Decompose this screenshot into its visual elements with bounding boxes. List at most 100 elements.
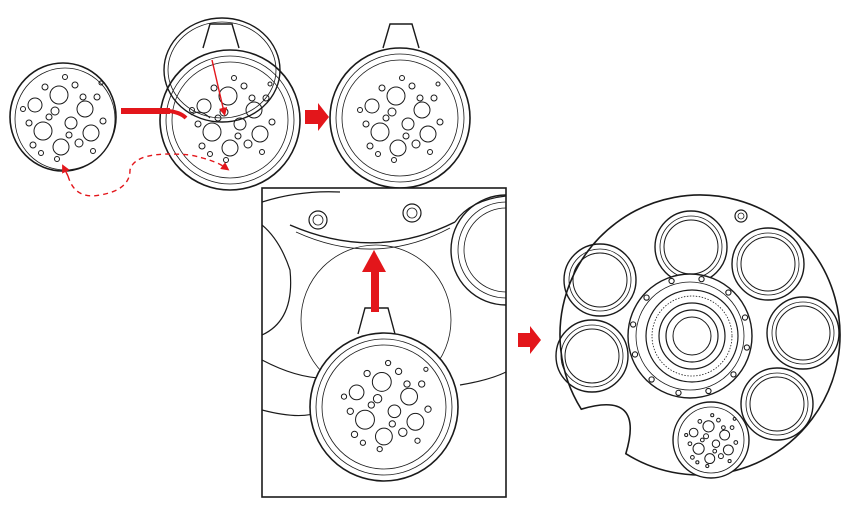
hole [340,393,348,400]
hole [189,107,195,113]
hole [375,427,393,446]
hole [41,83,49,91]
gobo-hole-pattern [20,74,107,162]
hub-bolt [730,371,737,378]
hole [684,432,689,438]
arrow-step-1-to-3 [305,103,329,131]
hole [267,81,273,87]
gobo-wheel-installed [555,194,841,479]
hole [384,359,392,367]
hole [76,100,94,118]
hole [401,117,415,131]
gobo-hole-pattern [340,359,432,453]
hole [378,84,386,92]
hole [251,125,269,143]
hole [733,440,739,445]
hole [423,366,429,372]
hole [366,142,374,150]
hole [435,81,441,87]
arrow-flip-gobo [62,153,230,197]
gobo-slot [563,243,637,317]
hole [29,141,37,149]
gobo-slot-ring [771,301,835,365]
hole [419,125,437,143]
hole [194,120,202,128]
hole [65,131,73,139]
hole [71,81,79,89]
gobo-hole-pattern [684,413,739,469]
hole [372,394,383,404]
hole [54,156,60,162]
hole [387,107,397,117]
hole [688,427,699,438]
hole [436,118,444,126]
hole [348,384,365,401]
hole [74,138,84,148]
hole [424,405,432,413]
hole [727,459,732,464]
gobo-slot [766,296,840,370]
hole [262,94,270,102]
hole [33,121,53,141]
hole [711,439,721,448]
hole [703,433,710,440]
hub-bolt [705,387,712,395]
hole [359,439,367,446]
hole [391,157,397,163]
hole [712,448,718,454]
hole [692,442,705,455]
arrow-insert-upward [362,250,386,312]
hole [62,74,68,80]
hole [231,75,237,81]
gobo-slot-inner [775,305,831,361]
hole [346,407,354,415]
hole [79,93,87,101]
hub-bolt [631,351,639,358]
hole [248,94,256,102]
gobo-slot [740,367,814,441]
hole [221,139,239,157]
hole [49,85,69,105]
hole [233,117,247,131]
hole [402,132,410,140]
hole [722,444,734,456]
hole [99,117,107,125]
hole [430,94,438,102]
gobo-slot-inner [749,376,805,432]
hub-bolt [743,344,750,351]
hole [50,106,60,116]
arrow-spring-into-holder [211,59,228,117]
gobo-slot-inner [564,328,620,384]
hole [371,371,392,392]
hole [90,148,96,154]
hole [418,380,426,388]
hole [375,151,381,157]
hub-bolt [648,376,655,383]
hole [210,84,218,92]
hole [699,437,705,443]
hole [416,94,424,102]
hole [218,86,238,106]
hole [202,122,222,142]
hole [388,420,396,428]
gobo-slot [731,227,805,301]
hub-bolt [630,321,637,328]
hole [268,118,276,126]
hole [357,107,363,113]
hole [695,460,700,465]
gobo-hole-pattern [357,75,444,163]
loose-gobo [9,62,117,172]
hole [93,93,101,101]
gobo-holder-with-spring-ring [159,17,301,191]
gobo-slot-ring [568,248,632,312]
hole [362,120,370,128]
hole [243,139,253,149]
hole [710,413,715,418]
hole [367,401,375,409]
hub-bolt [725,289,732,296]
hole [376,445,383,453]
gobo-slot [555,319,629,393]
hole [355,409,375,430]
hub-bolt [643,294,650,301]
